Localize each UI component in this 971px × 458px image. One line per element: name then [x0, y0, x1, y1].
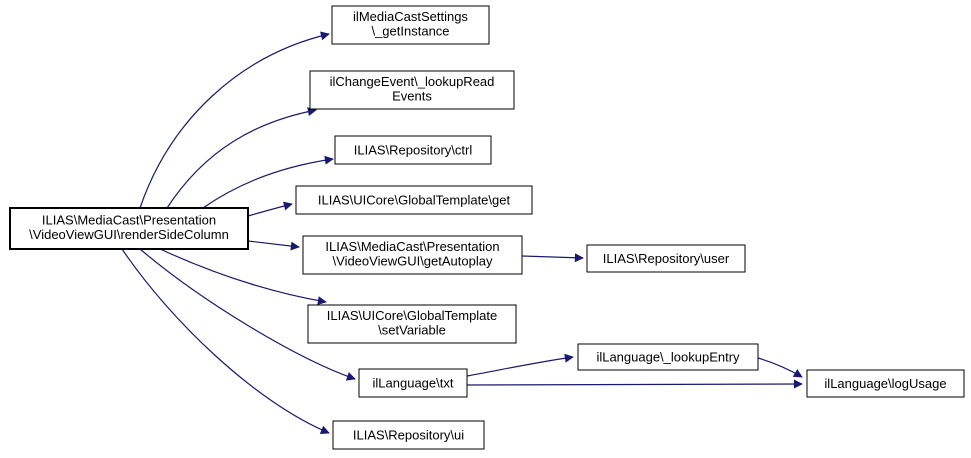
node-renderSideColumn-label: ILIAS\MediaCast\Presentation\VideoViewGU…	[29, 213, 229, 243]
edge-renderSideColumn-to-getInstance	[139, 31, 330, 209]
node-renderSideColumn[interactable]: ILIAS\MediaCast\Presentation\VideoViewGU…	[9, 207, 249, 250]
node-getAutoplay-box[interactable]	[302, 235, 523, 275]
node-get[interactable]: ILIAS\UICore\GlobalTemplate\get	[295, 185, 533, 215]
node-get-label: ILIAS\UICore\GlobalTemplate\get	[318, 193, 511, 208]
node-getAutoplay[interactable]: ILIAS\MediaCast\Presentation\VideoViewGU…	[302, 235, 523, 275]
node-setVariable-box[interactable]	[307, 304, 517, 344]
edges-layer	[121, 31, 803, 435]
edge-getAutoplay-to-user	[521, 253, 584, 263]
node-lookupEntry-label: ilLanguage\_lookupEntry	[596, 350, 740, 365]
node-setVariable-label: ILIAS\UICore\GlobalTemplate\setVariable	[327, 308, 498, 338]
node-ctrl[interactable]: ILIAS\Repository\ctrl	[334, 135, 492, 165]
node-ui[interactable]: ILIAS\Repository\ui	[332, 420, 485, 450]
edge-renderSideColumn-to-txt	[139, 248, 356, 381]
edge-renderSideColumn-to-ctrl	[202, 155, 334, 209]
node-getInstance-label: ilMediaCastSettings\_getInstance	[353, 9, 468, 39]
node-getAutoplay-label: ILIAS\MediaCast\Presentation\VideoViewGU…	[325, 239, 499, 269]
edge-renderSideColumn-to-lookupReadEvents	[166, 107, 317, 209]
node-txt[interactable]: ilLanguage\txt	[358, 368, 468, 398]
edge-txt-to-lookupEntry	[466, 353, 574, 377]
node-ui-label: ILIAS\Repository\ui	[353, 428, 464, 443]
node-txt-label: ilLanguage\txt	[373, 376, 454, 391]
edge-txt-to-logUsage	[466, 379, 803, 389]
edge-renderSideColumn-to-ui	[121, 248, 330, 435]
node-getInstance-box[interactable]	[331, 5, 490, 45]
node-lookupReadEvents-box[interactable]	[309, 70, 515, 110]
node-user[interactable]: ILIAS\Repository\user	[586, 244, 746, 273]
node-txt-box[interactable]	[358, 368, 468, 398]
edge-renderSideColumn-to-setVariable	[159, 248, 327, 306]
nodes-layer: ILIAS\MediaCast\Presentation\VideoViewGU…	[9, 5, 965, 450]
edge-renderSideColumn-to-get	[247, 201, 293, 217]
node-ctrl-label: ILIAS\Repository\ctrl	[354, 143, 473, 158]
node-logUsage[interactable]: ilLanguage\logUsage	[806, 369, 965, 398]
node-logUsage-box[interactable]	[806, 369, 965, 398]
node-ctrl-box[interactable]	[334, 135, 492, 165]
node-lookupEntry-box[interactable]	[577, 343, 759, 371]
node-getInstance[interactable]: ilMediaCastSettings\_getInstance	[331, 5, 490, 45]
node-user-label: ILIAS\Repository\user	[603, 251, 730, 266]
edge-renderSideColumn-to-getAutoplay	[247, 240, 300, 251]
node-ui-box[interactable]	[332, 420, 485, 450]
node-lookupEntry[interactable]: ilLanguage\_lookupEntry	[577, 343, 759, 371]
node-setVariable[interactable]: ILIAS\UICore\GlobalTemplate\setVariable	[307, 304, 517, 344]
node-renderSideColumn-box[interactable]	[9, 207, 249, 250]
node-logUsage-label: ilLanguage\logUsage	[824, 376, 946, 391]
edge-lookupEntry-to-logUsage	[757, 357, 803, 378]
node-user-box[interactable]	[586, 244, 746, 273]
node-get-box[interactable]	[295, 185, 533, 215]
